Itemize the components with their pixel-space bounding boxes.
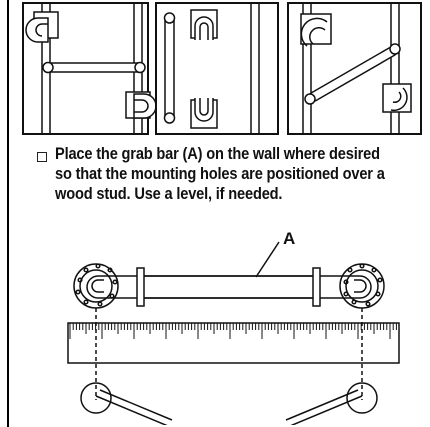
instruction-step: Place the grab bar (A) on the wall where… [55, 144, 400, 204]
callout-leader [255, 241, 280, 278]
orientation-illustrations [22, 2, 422, 135]
margin-rule [7, 0, 9, 427]
step-text: Place the grab bar (A) on the wall where… [55, 144, 385, 203]
step-checkbox[interactable] [37, 152, 47, 162]
grab-bar-level-diagram [67, 241, 400, 425]
callout-label-a: A [283, 229, 296, 248]
left-flange [73, 263, 119, 309]
panel-angled [287, 2, 422, 135]
panel-vertical [155, 2, 279, 135]
panel-horizontal [22, 2, 157, 135]
right-flange [339, 263, 385, 309]
